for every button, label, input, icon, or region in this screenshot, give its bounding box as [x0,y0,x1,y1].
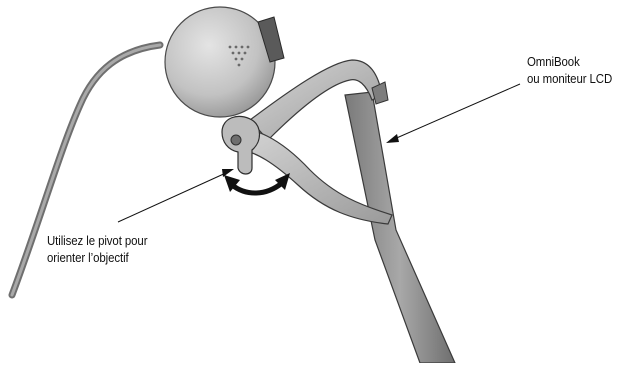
callout-monitor: OmniBook ou moniteur LCD [527,53,612,87]
monitor-panel [345,92,455,363]
pivot-knuckle [222,116,260,174]
leader-line-pivot [118,172,228,222]
callout-pivot-line2: orienter l’objectif [47,249,147,266]
callout-monitor-line1: OmniBook [527,53,612,70]
callout-pivot-line1: Utilisez le pivot pour [47,232,147,249]
rotation-arrow-icon [224,173,290,193]
callout-pivot: Utilisez le pivot pour orienter l’object… [47,232,147,266]
leader-line-monitor [392,84,520,140]
callout-monitor-line2: ou moniteur LCD [527,70,612,87]
